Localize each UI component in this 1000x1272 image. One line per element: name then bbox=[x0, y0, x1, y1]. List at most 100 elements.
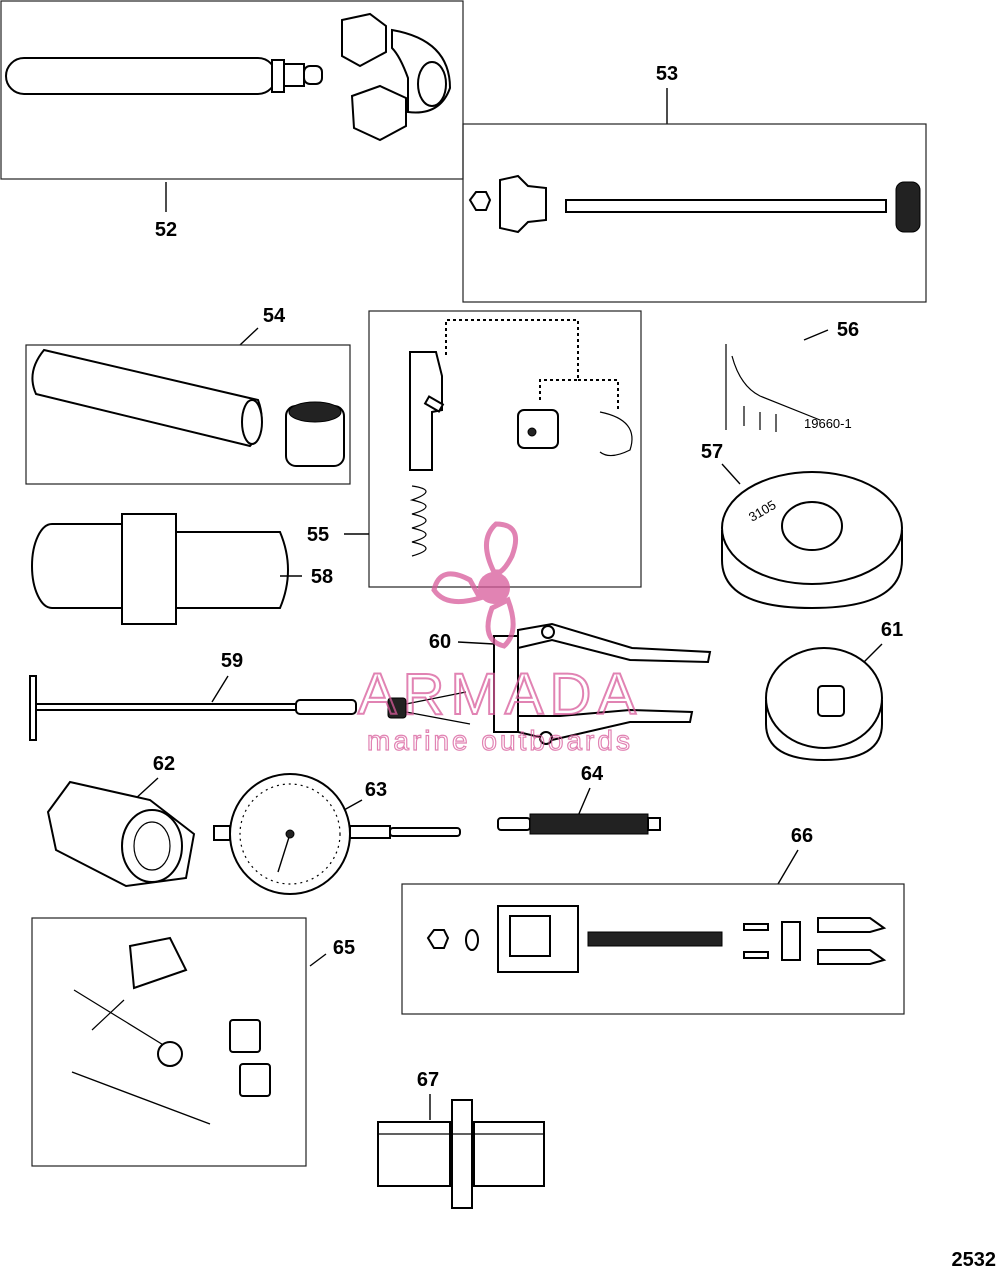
part-55-collar bbox=[517, 409, 559, 449]
part-67-center-flange bbox=[451, 1099, 473, 1209]
part-66-pin-lower bbox=[743, 951, 769, 959]
part-61-group: 61 bbox=[765, 619, 903, 762]
callout-53: 53 bbox=[656, 63, 678, 85]
part-58-left-body bbox=[52, 523, 123, 609]
part-60-pivot-bottom bbox=[539, 731, 553, 745]
leader-61 bbox=[861, 643, 883, 665]
propeller-blade-icon bbox=[485, 596, 516, 649]
callout-65: 65 bbox=[333, 937, 355, 959]
part-52-group: 52 bbox=[0, 0, 464, 241]
part-52-block-upper bbox=[341, 12, 387, 68]
part-53-group: 53 bbox=[462, 63, 927, 303]
callout-55: 55 bbox=[307, 524, 329, 546]
propeller-blade-icon bbox=[431, 571, 484, 605]
callout-67: 67 bbox=[417, 1069, 439, 1091]
part-66-washer bbox=[465, 929, 479, 951]
propeller-hub-icon bbox=[478, 572, 510, 604]
part-64-group: 64 bbox=[497, 763, 661, 835]
callout-64: 64 bbox=[581, 763, 604, 785]
leader-57 bbox=[721, 463, 741, 485]
callout-60: 60 bbox=[429, 631, 451, 653]
part-52-elbow-opening bbox=[417, 61, 447, 107]
part-65-adapter-2 bbox=[239, 1063, 271, 1097]
part-54-sleeve-end bbox=[241, 399, 263, 445]
part-60-upper-handle bbox=[517, 622, 712, 664]
leader-59 bbox=[211, 675, 229, 703]
part-55-setscrew bbox=[423, 395, 445, 413]
part-66-group: 66 bbox=[401, 825, 905, 1015]
callout-58: 58 bbox=[311, 566, 333, 588]
part-52-block-lower bbox=[350, 84, 407, 142]
part-62-group: 62 bbox=[46, 753, 196, 888]
figure-number: 2532 bbox=[952, 1249, 997, 1271]
part-64-shank bbox=[497, 817, 531, 831]
part-57-group: 57 3105 bbox=[701, 441, 903, 610]
part-53-box bbox=[462, 123, 927, 303]
part-63-stem-collar bbox=[349, 825, 391, 839]
part-57-ring-bore bbox=[781, 501, 843, 551]
part-63-needle bbox=[277, 833, 291, 873]
part-53-nut bbox=[468, 191, 492, 211]
part-66-screw-thread bbox=[587, 931, 723, 947]
part-61-ring-bore bbox=[817, 685, 845, 717]
part-65-adapter-1 bbox=[229, 1019, 261, 1053]
part-56-scale-ticks bbox=[743, 406, 777, 432]
part-63-stem-left bbox=[213, 825, 231, 841]
part-55-retaining-ring bbox=[599, 411, 633, 457]
part-59-knurl bbox=[387, 697, 407, 719]
part-53-bearing-adapter bbox=[499, 174, 547, 234]
callout-59: 59 bbox=[221, 650, 243, 672]
part-66-nut bbox=[426, 929, 450, 949]
callout-66: 66 bbox=[791, 825, 813, 847]
part-54-bushing-bore bbox=[288, 401, 342, 423]
part-66-yoke-window bbox=[509, 915, 551, 957]
leader-54 bbox=[239, 327, 259, 346]
part-62-spline-inner bbox=[133, 821, 171, 871]
ref-code-label: 19660-1 bbox=[804, 416, 852, 431]
part-59-group: 59 bbox=[29, 650, 471, 741]
propeller-logo bbox=[431, 521, 518, 649]
part-67-left-sleeve bbox=[377, 1121, 451, 1187]
part-53-knurled-knob bbox=[895, 181, 921, 233]
part-65-group: 65 bbox=[31, 917, 355, 1167]
callout-63: 63 bbox=[365, 779, 387, 801]
part-63-group: 63 bbox=[213, 773, 461, 895]
part-64-thread bbox=[529, 813, 649, 835]
leader-65 bbox=[309, 953, 327, 967]
part-62-spline-bore bbox=[121, 809, 183, 883]
part-52-tube-tip bbox=[303, 65, 323, 85]
callout-62: 62 bbox=[153, 753, 175, 775]
part-55-spring bbox=[409, 485, 427, 557]
part-63-dial-scale bbox=[239, 783, 341, 885]
part-54-box bbox=[25, 344, 351, 485]
part-64-tip bbox=[647, 817, 661, 831]
part-53-threaded-rod bbox=[565, 199, 887, 213]
part-59-shaft bbox=[35, 703, 297, 711]
part-52-box bbox=[0, 0, 464, 180]
part-66-jaw-upper bbox=[817, 917, 887, 933]
part-66-box bbox=[401, 883, 905, 1015]
part-66-coupler bbox=[781, 921, 801, 961]
part-55-collar-hole bbox=[527, 427, 537, 437]
part-66-jaw-lower bbox=[817, 949, 887, 965]
leader-60 bbox=[457, 641, 495, 645]
part-63-center-hub bbox=[285, 829, 295, 839]
callout-52: 52 bbox=[155, 219, 177, 241]
part-65-arm bbox=[73, 989, 179, 1055]
part-52-tube-collar bbox=[271, 59, 285, 93]
part-60-frame bbox=[493, 635, 519, 733]
part-55-dotted-callouts bbox=[445, 319, 619, 410]
callout-56: 56 bbox=[837, 319, 859, 341]
watermark: ARMADA marine outboards bbox=[357, 521, 637, 757]
part-55-group: 55 bbox=[307, 310, 642, 588]
propeller-blade-icon bbox=[484, 521, 518, 575]
part-58-center-collar bbox=[121, 513, 177, 625]
part-66-pin-upper bbox=[743, 923, 769, 931]
part-59-grip bbox=[295, 699, 357, 715]
leader-66 bbox=[777, 849, 799, 885]
part-58-group: 58 bbox=[31, 513, 333, 625]
part-65-ring bbox=[157, 1041, 183, 1067]
part-60-lower-handle bbox=[517, 708, 694, 742]
callout-57: 57 bbox=[701, 441, 723, 463]
